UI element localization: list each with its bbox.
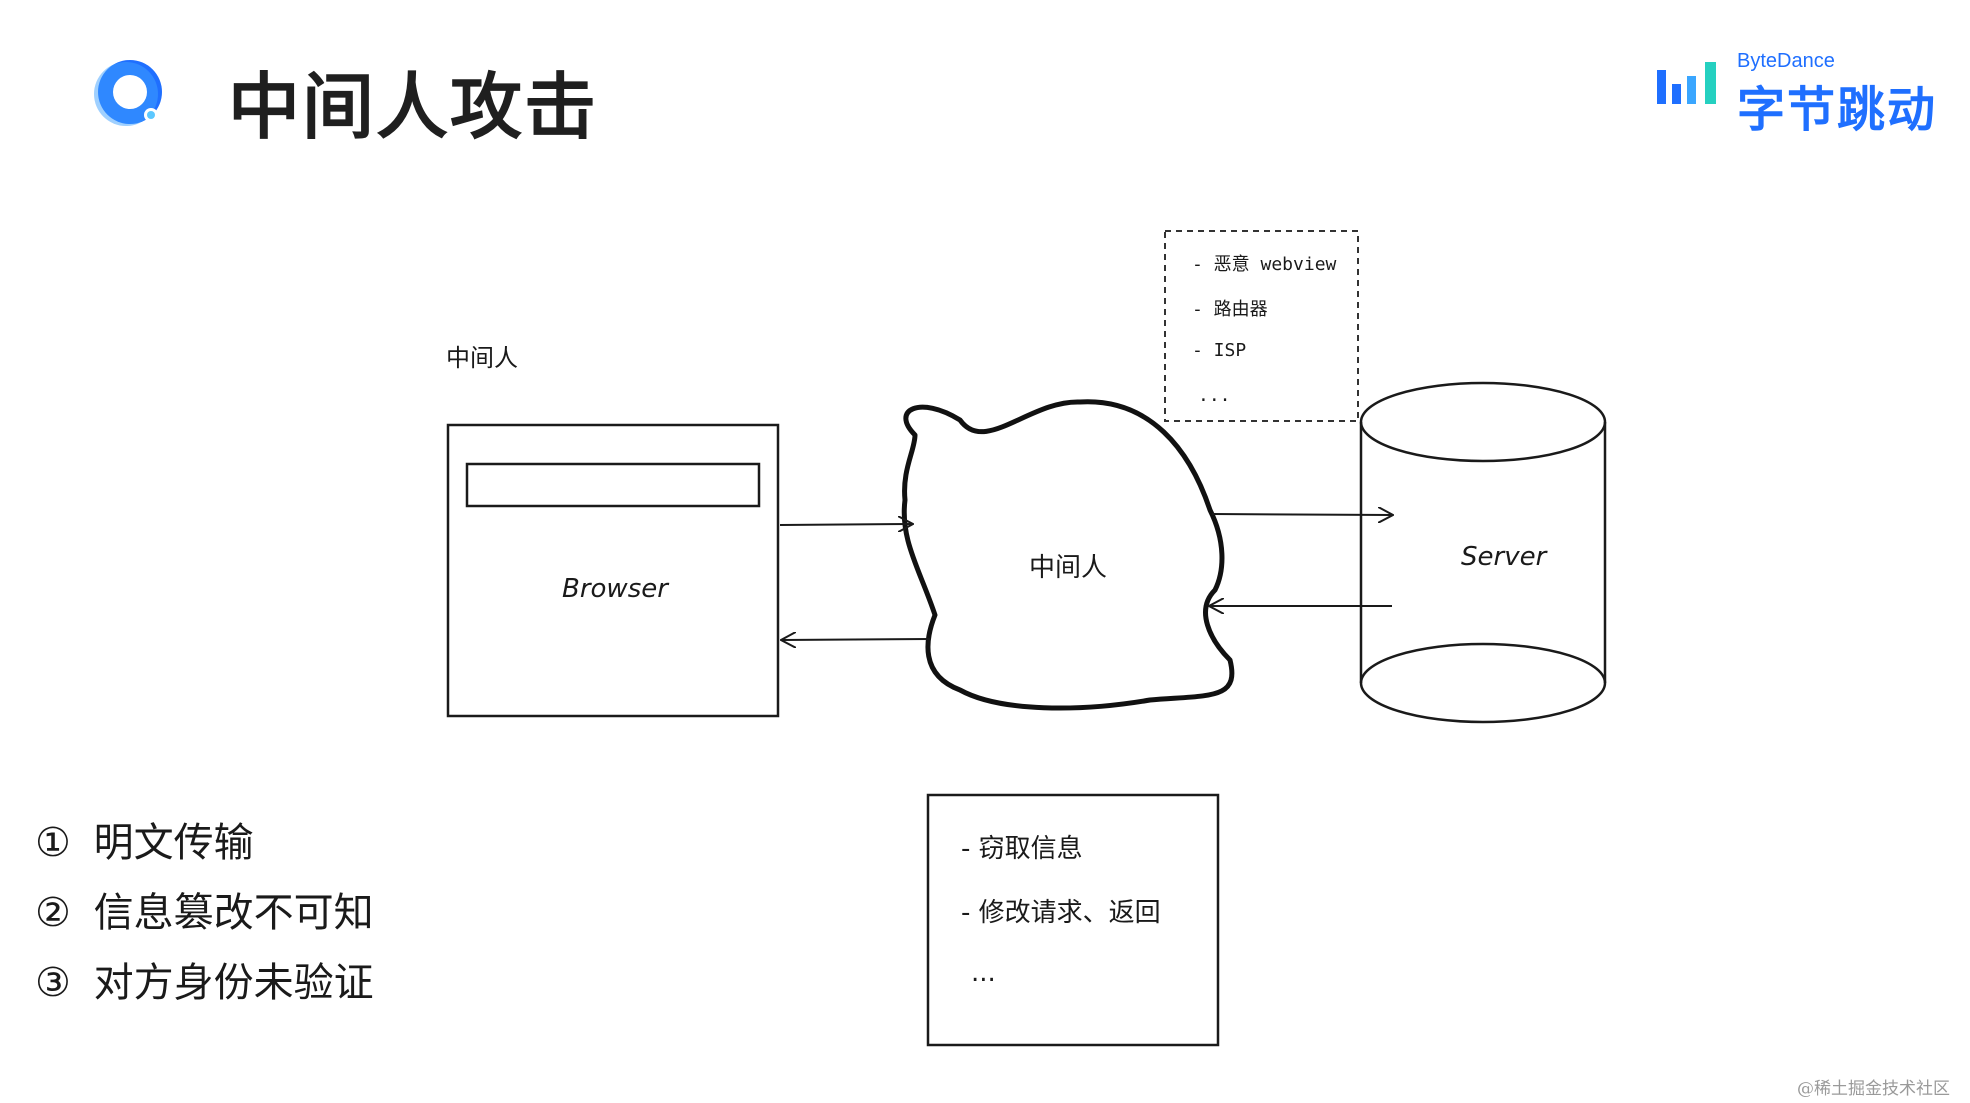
arrow-mitm-to-server: [1211, 514, 1392, 515]
issue-marker: ②: [35, 890, 71, 936]
browser-window: [446, 423, 780, 718]
issue-item: ① 明文传输: [35, 810, 254, 868]
mitm-sources-box: [1164, 230, 1359, 422]
server-database: [1359, 381, 1607, 724]
mitm-source-item: - ISP: [1192, 340, 1247, 361]
source-credit: @稀土掘金技术社区: [1797, 1079, 1950, 1099]
issue-item: ② 信息篡改不可知: [35, 880, 374, 938]
mitm-source-item: - 路由器: [1192, 299, 1268, 320]
mitm-caption: 中间人: [446, 344, 518, 372]
bytedance-logo-icon: [1657, 62, 1716, 104]
arrow-browser-to-mitm: [779, 524, 912, 525]
mitm-cloud: [901, 399, 1235, 711]
cloud-label: 中间人: [1029, 553, 1108, 583]
browser-label: Browser: [562, 574, 668, 604]
arrow-mitm-to-browser: [782, 639, 931, 640]
mitm-source-item: ...: [1198, 385, 1231, 406]
issue-text: 对方身份未验证: [93, 960, 374, 1006]
issue-text: 信息篡改不可知: [93, 890, 374, 936]
issue-text: 明文传输: [93, 820, 254, 866]
issue-item: ③ 对方身份未验证: [35, 950, 374, 1008]
server-label: Server: [1461, 542, 1547, 572]
issue-marker: ③: [35, 960, 71, 1006]
browser-address-bar: [465, 462, 761, 508]
logo-icon: [94, 60, 162, 126]
issue-marker: ①: [35, 820, 71, 866]
threats-box: [926, 793, 1220, 1047]
brand-name-en: ByteDance: [1737, 50, 1835, 72]
page-title: 中间人攻击: [228, 65, 599, 149]
threat-item: - 窃取信息: [961, 834, 1083, 864]
brand-name-cn: 字节跳动: [1737, 82, 1938, 138]
mitm-source-item: - 恶意 webview: [1192, 254, 1337, 275]
threat-item: - 修改请求、返回: [961, 898, 1161, 928]
threat-item: ...: [971, 958, 996, 988]
